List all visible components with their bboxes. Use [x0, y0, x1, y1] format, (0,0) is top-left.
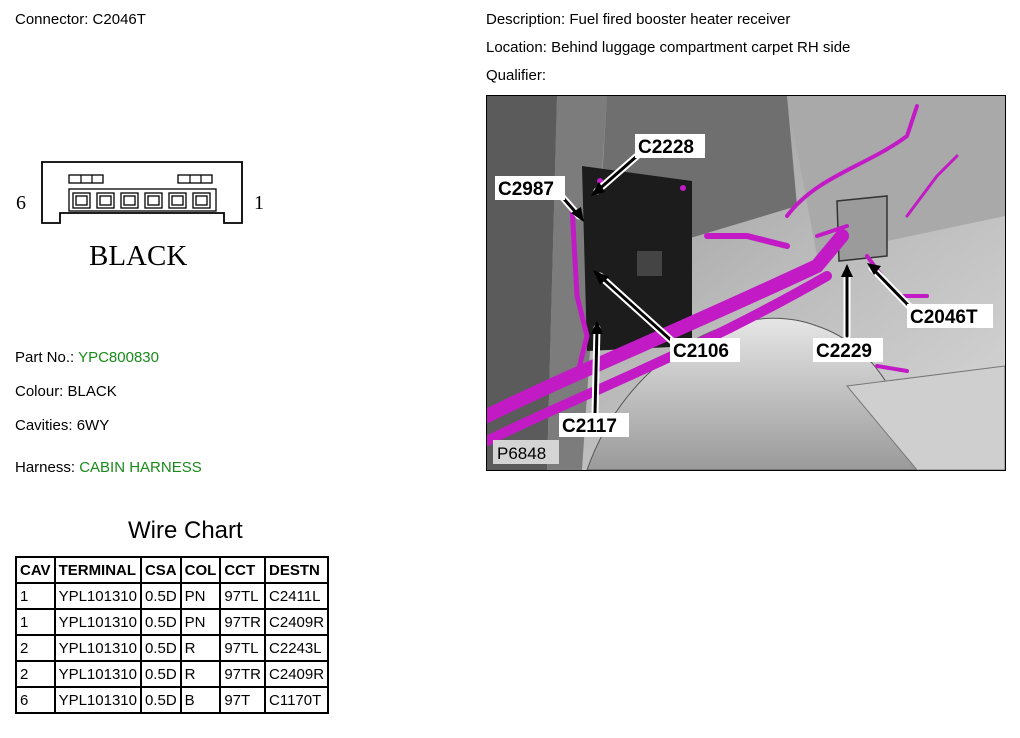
cell-cav: 1	[15, 582, 56, 610]
cavities-label: Cavities:	[15, 417, 73, 434]
qualifier-label: Qualifier:	[486, 67, 547, 84]
callout-c2046t: C2046T	[910, 307, 978, 328]
connector-value: C2046T	[92, 11, 146, 28]
latch-right	[177, 174, 213, 184]
cell-cct: 97TR	[219, 608, 267, 636]
description-value: Fuel fired booster heater receiver	[569, 11, 791, 28]
photo-id: P6848	[497, 444, 546, 463]
cell-col: PN	[179, 608, 222, 636]
cell-col: PN	[179, 582, 222, 610]
cavities-line: Cavities: 6WY	[15, 417, 109, 434]
cell-terminal: YPL101310	[53, 660, 142, 688]
description-label: Description:	[486, 11, 566, 28]
table-row: 1 YPL101310 0.5D PN 97TR C2409R	[15, 608, 330, 636]
callout-c2229: C2229	[816, 341, 872, 362]
cell-csa: 0.5D	[139, 660, 182, 688]
table-row: 6 YPL101310 0.5D B 97T C1170T	[15, 686, 330, 714]
header-col: COL	[179, 556, 222, 584]
harness-link[interactable]: CABIN HARNESS	[79, 459, 202, 476]
pin-6-label: 6	[16, 192, 26, 214]
location-photo: C2228 C2987 C2106 C2117 C2229 C2046T P68…	[486, 95, 1006, 471]
cell-terminal: YPL101310	[53, 582, 142, 610]
location-illustration: C2228 C2987 C2106 C2117 C2229 C2046T P68…	[487, 96, 1005, 470]
cell-cct: 97TR	[219, 660, 267, 688]
wire-chart-header-row: CAV TERMINAL CSA COL CCT DESTN	[15, 556, 330, 584]
header-cct: CCT	[219, 556, 267, 584]
cell-csa: 0.5D	[139, 608, 182, 636]
part-no-line: Part No.: YPC800830	[15, 349, 159, 366]
harness-line: Harness: CABIN HARNESS	[15, 459, 202, 476]
cell-csa: 0.5D	[139, 634, 182, 662]
cell-cct: 97TL	[219, 582, 267, 610]
cavities-value: 6WY	[76, 417, 110, 434]
part-no-label: Part No.:	[15, 349, 75, 366]
cell-destn: C2243L	[264, 634, 330, 662]
callout-c2117: C2117	[562, 416, 617, 437]
harness-label: Harness:	[15, 459, 76, 476]
cell-terminal: YPL101310	[53, 686, 142, 714]
header-cav: CAV	[15, 556, 56, 584]
header-csa: CSA	[139, 556, 182, 584]
cell-cct: 97TL	[219, 634, 267, 662]
cell-cav: 1	[15, 608, 56, 636]
header-destn: DESTN	[264, 556, 330, 584]
cell-destn: C1170T	[264, 686, 330, 714]
colour-value: BLACK	[67, 383, 117, 400]
pin-1-label: 1	[254, 192, 264, 214]
cell-destn: C2409R	[264, 608, 330, 636]
cell-cav: 6	[15, 686, 56, 714]
wire-chart-title: Wire Chart	[128, 517, 243, 544]
cell-cav: 2	[15, 660, 56, 688]
cell-cct: 97T	[219, 686, 267, 714]
cell-col: B	[179, 686, 222, 714]
cell-terminal: YPL101310	[53, 608, 142, 636]
cell-destn: C2409R	[264, 660, 330, 688]
connector-line: Connector: C2046T	[15, 11, 146, 28]
connector-label: Connector:	[15, 11, 89, 28]
table-row: 1 YPL101310 0.5D PN 97TL C2411L	[15, 582, 330, 610]
wire-chart-table: CAV TERMINAL CSA COL CCT DESTN 1 YPL1013…	[15, 556, 330, 714]
part-no-link[interactable]: YPC800830	[78, 349, 159, 366]
table-row: 2 YPL101310 0.5D R 97TR C2409R	[15, 660, 330, 688]
colour-line: Colour: BLACK	[15, 383, 117, 400]
table-row: 2 YPL101310 0.5D R 97TL C2243L	[15, 634, 330, 662]
connector-housing	[41, 161, 243, 224]
callout-c2228: C2228	[638, 137, 694, 158]
cell-cav: 2	[15, 634, 56, 662]
latch-left	[68, 174, 104, 184]
connector-color-label: BLACK	[89, 240, 187, 272]
cell-csa: 0.5D	[139, 582, 182, 610]
cavity-row	[68, 188, 217, 212]
location-label: Location:	[486, 39, 547, 56]
cell-col: R	[179, 634, 222, 662]
callout-c2987: C2987	[498, 179, 554, 200]
cell-destn: C2411L	[264, 582, 330, 610]
qualifier-line: Qualifier:	[486, 67, 546, 84]
cell-csa: 0.5D	[139, 686, 182, 714]
callout-c2106: C2106	[673, 341, 729, 362]
colour-label: Colour:	[15, 383, 64, 400]
cell-terminal: YPL101310	[53, 634, 142, 662]
header-terminal: TERMINAL	[53, 556, 142, 584]
connector-face-diagram: 6 1 BLACK	[16, 161, 264, 272]
location-line: Location: Behind luggage compartment car…	[486, 39, 850, 56]
location-value: Behind luggage compartment carpet RH sid…	[551, 39, 851, 56]
cell-col: R	[179, 660, 222, 688]
description-line: Description: Fuel fired booster heater r…	[486, 11, 790, 28]
